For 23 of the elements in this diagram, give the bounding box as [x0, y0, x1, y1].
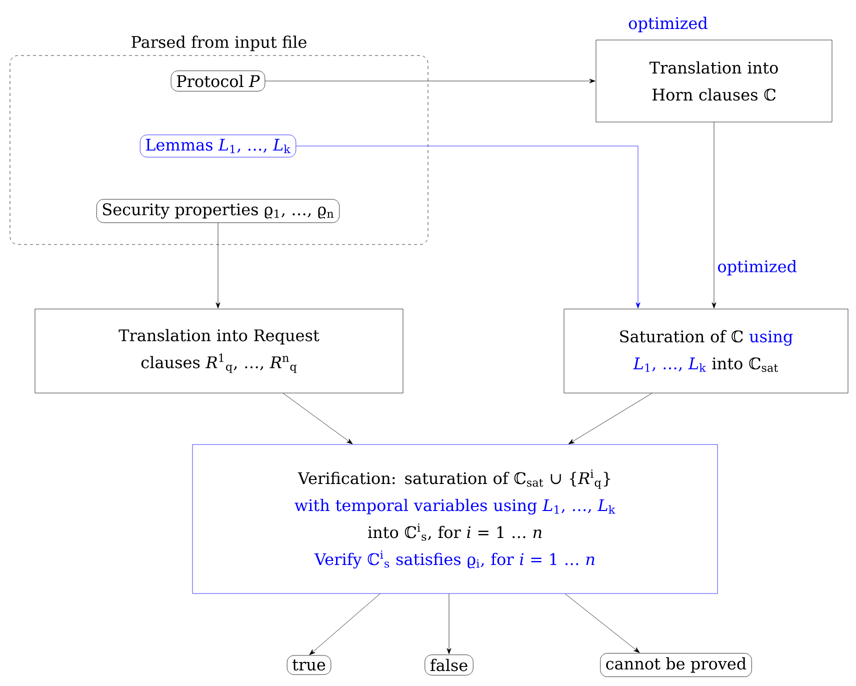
arrow — [264, 78, 596, 84]
rounded-box: Lemmas L$_{1}$, …, L$_{k}$ — [140, 134, 296, 158]
arrow — [216, 222, 220, 308]
arrow — [309, 594, 380, 656]
beside-note: optimized — [628, 16, 708, 32]
rounded-box: cannot be proved — [600, 653, 752, 677]
dashed-group-box — [10, 36, 428, 245]
rounded-box: Security properties ϱ$_{1}$, …, ϱ$_{n}$ — [96, 199, 340, 223]
arrow — [446, 594, 452, 654]
rounded-box: Protocol P — [170, 70, 266, 92]
arrow — [564, 594, 640, 653]
process-box: Verification: saturation of ℂ$_{sat}$ ∪ {R$^{i}$$_{q}$} with temporal variables using L$_{1}$, …, L$_{k}$ into ℂ$^{i}$$_{s}$, for i = 1 … n Verify ℂ$^{i}$$_{s}$ satisfies ϱ$_{i}$, for i = 1 … n — [192, 444, 718, 594]
rounded-box: false — [424, 654, 474, 676]
arrow — [568, 393, 652, 444]
process-box: Translation into Request clauses R$^{1}$$_{q}$, …, R$^{n}$q — [34, 308, 404, 394]
process-box: Saturation of ℂ using L$_{1}$, …, L$_{k}$ into ℂ$_{sat}$ — [564, 308, 848, 394]
arrow — [712, 122, 716, 308]
rounded-box: true — [286, 655, 332, 675]
process-box: Translation into Horn clauses ℂ — [596, 40, 832, 122]
arrow — [282, 393, 353, 444]
edge-label: optimized — [718, 260, 797, 276]
group-heading: Parsed from input file — [132, 36, 306, 52]
arrow — [296, 146, 640, 308]
